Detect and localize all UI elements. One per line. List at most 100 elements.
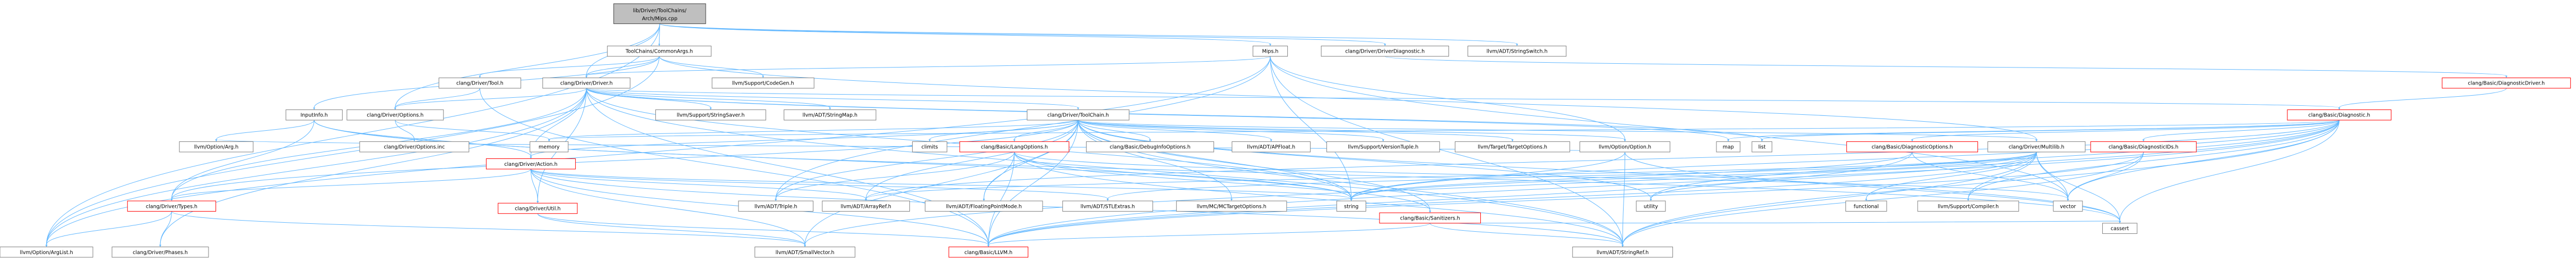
node-list[interactable]: list [1751, 141, 1773, 153]
node-toolchain-h[interactable]: clang/Driver/ToolChain.h [1027, 109, 1130, 121]
arrowhead [1650, 199, 1652, 201]
node-smallvec-h[interactable]: llvm/ADT/SmallVector.h [754, 246, 855, 258]
dependency-edge-diagnostic_h-to-string [1351, 120, 2340, 199]
node-climits[interactable]: climits [912, 141, 948, 153]
node-box [1454, 141, 1571, 153]
node-llvm-h[interactable]: clang/Basic/LLVM.h [948, 246, 1029, 258]
dependency-edge-toolchain_h-to-arrayref_h [865, 120, 1079, 199]
node-arrayref-h[interactable]: llvm/ADT/ArrayRef.h [822, 200, 910, 212]
dependency-edge-multilib_h-to-utility [1650, 151, 2037, 199]
node-box [111, 246, 209, 258]
node-cassert[interactable]: cassert [2102, 223, 2138, 234]
node-triple-h[interactable]: llvm/ADT/Triple.h [738, 200, 814, 212]
node-types-h[interactable]: clang/Driver/Types.h [127, 200, 216, 212]
dependency-edge-diagids_h-to-strref_h [1622, 151, 2144, 245]
node-box [1846, 141, 1978, 153]
node-box [1252, 45, 1288, 57]
dependency-edge-options_h-to-options_inc [395, 120, 415, 140]
node-arglist-h[interactable]: llvm/Option/ArgList.h [0, 246, 93, 258]
dependency-edge-mips_h-to-triple_h [775, 56, 1271, 199]
node-string[interactable]: string [1336, 200, 1366, 212]
dependency-edge-diagnostic_h-to-smallvec_h [804, 120, 2340, 245]
arrowhead [45, 245, 48, 247]
node-map[interactable]: map [1716, 141, 1741, 153]
dependency-edge-multilib_h-to-strref_h [1622, 151, 2037, 245]
node-box [1751, 141, 1773, 153]
node-cmn-args-h[interactable]: ToolChains/CommonArgs.h [607, 45, 712, 57]
dependency-edge-toolchain_h-to-llvm_h [988, 120, 1079, 245]
arrowhead [1911, 139, 1913, 142]
node-strmap-h[interactable]: llvm/ADT/StringMap.h [784, 109, 877, 121]
node-sanitizers-h[interactable]: clang/Basic/Sanitizers.h [1379, 212, 1481, 224]
node-option-h[interactable]: llvm/Option/Option.h [1580, 141, 1670, 153]
node-label: clang/Basic/LangOptions.h [981, 145, 1048, 150]
node-box [1062, 200, 1153, 212]
node-strref-h[interactable]: llvm/ADT/StringRef.h [1572, 246, 1673, 258]
node-options-inc[interactable]: clang/Driver/Options.inc [359, 141, 470, 153]
node-box [925, 200, 1043, 212]
node-codegen-h[interactable]: llvm/Support/CodeGen.h [712, 77, 814, 89]
edge-layer [45, 23, 2508, 247]
dependency-edge-toolchain_h-to-memory [549, 120, 1079, 140]
node-memory[interactable]: memory [530, 141, 569, 153]
node-mctarget-h[interactable]: llvm/MC/MCTargetOptions.h [1176, 200, 1287, 212]
arrowhead [1384, 44, 1386, 46]
node-box [1987, 141, 2086, 153]
node-basic-diag-drv-h[interactable]: clang/Basic/DiagnosticDriver.h [2442, 77, 2571, 89]
node-box [655, 109, 766, 121]
node-drv-diag-h[interactable]: clang/Driver/DriverDiagnostic.h [1321, 45, 1449, 57]
node-apfloat-h[interactable]: llvm/ADT/APFloat.h [1231, 141, 1311, 153]
arrowhead [1624, 139, 1626, 142]
node-targetopts-h[interactable]: llvm/Target/TargetOptions.h [1454, 141, 1571, 153]
node-driver-h[interactable]: clang/Driver/Driver.h [542, 77, 631, 89]
dependency-edge-driver_h-to-map [586, 88, 1729, 140]
node-fpmode-h[interactable]: llvm/ADT/FloatingPointMode.h [925, 200, 1043, 212]
dependency-edge-toolchain_h-to-mctarget_h [1078, 120, 1232, 199]
node-stlextras-h[interactable]: llvm/ADT/STLExtras.h [1062, 200, 1153, 212]
dependency-edge-multilib_h-to-llvm_h [988, 151, 2037, 245]
dependency-edge-basic_diag_drv_h-to-diagnostic_h [2339, 88, 2507, 108]
dependency-edge-diagnostic_h-to-diagids_h [2143, 120, 2340, 140]
node-option-arg-h[interactable]: llvm/Option/Arg.h [179, 141, 254, 153]
node-strswitch-h[interactable]: llvm/ADT/StringSwitch.h [1467, 45, 1567, 57]
node-box [2090, 141, 2197, 153]
dependency-edge-driver_h-to-arglist_h [46, 88, 587, 245]
node-phases-h[interactable]: clang/Driver/Phases.h [111, 246, 209, 258]
dependency-edge-toolchain_h-to-string [1078, 120, 1352, 199]
node-vector[interactable]: vector [2053, 200, 2083, 212]
dependency-edge-diagnostic_h-to-strref_h [1622, 120, 2340, 245]
node-diagids-h[interactable]: clang/Basic/DiagnosticIDs.h [2090, 141, 2197, 153]
node-debuginfo-h[interactable]: clang/Basic/DebugInfoOptions.h [1086, 141, 1215, 153]
node-compiler-h[interactable]: llvm/Support/Compiler.h [1917, 200, 2019, 212]
dependency-edge-multilib_h-to-string [1351, 151, 2037, 199]
node-tool-h[interactable]: clang/Driver/Tool.h [438, 77, 522, 89]
node-diagnostic-h[interactable]: clang/Basic/Diagnostic.h [2287, 109, 2392, 121]
node-mips-h[interactable]: Mips.h [1252, 45, 1288, 57]
node-box [1326, 141, 1440, 153]
node-diagopts-h[interactable]: clang/Basic/DiagnosticOptions.h [1846, 141, 1978, 153]
node-multilib-h[interactable]: clang/Driver/Multilib.h [1987, 141, 2086, 153]
node-vtuple-h[interactable]: llvm/Support/VersionTuple.h [1326, 141, 1440, 153]
node-label: clang/Basic/DiagnosticOptions.h [1871, 145, 1953, 150]
node-box [1636, 200, 1666, 212]
dependency-edge-toolchain_h-to-vtuple_h [1078, 120, 1384, 140]
arrowhead [1382, 139, 1384, 142]
node-langopts-h[interactable]: clang/Basic/LangOptions.h [959, 141, 1070, 153]
node-util-h[interactable]: clang/Driver/Util.h [498, 203, 578, 214]
node-functional[interactable]: functional [1845, 200, 1887, 212]
node-action-h[interactable]: clang/Driver/Action.h [485, 158, 576, 170]
node-inputinfo-h[interactable]: InputInfo.h [285, 109, 343, 121]
node-box [2102, 223, 2138, 234]
node-strsaver-h[interactable]: llvm/Support/StringSaver.h [655, 109, 766, 121]
node-label: llvm/ADT/ArrayRef.h [840, 204, 891, 209]
dependency-edge-action_h-to-arrayref_h [531, 169, 866, 199]
dependency-edge-types_h-to-arglist_h [46, 211, 172, 245]
node-label: llvm/Support/Compiler.h [1938, 204, 1999, 209]
node-label: llvm/ADT/APFloat.h [1247, 145, 1295, 150]
node-label: clang/Driver/Options.inc [384, 145, 445, 150]
node-options-h[interactable]: clang/Driver/Options.h [346, 109, 444, 121]
dependency-edge-driver_h-to-llvm_h [586, 88, 989, 245]
node-utility[interactable]: utility [1636, 200, 1666, 212]
dependency-edge-toolchain_h-to-climits [929, 120, 1079, 140]
dependency-edge-langopts_h-to-sanitizers_h [1014, 151, 1430, 211]
